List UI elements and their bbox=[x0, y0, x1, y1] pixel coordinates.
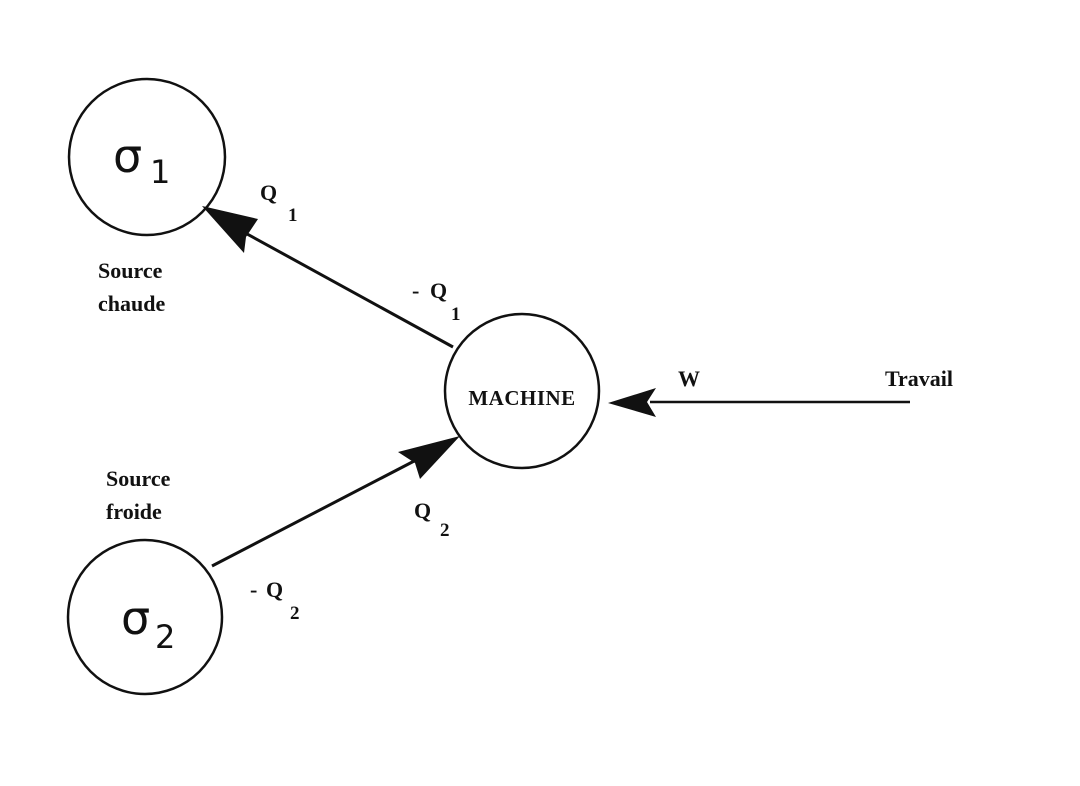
w-label: W bbox=[678, 366, 700, 391]
minus-q2-symbol: Q bbox=[266, 577, 283, 602]
q2-arrow-line bbox=[211, 456, 421, 568]
cold-source-caption-line1: Source bbox=[106, 466, 171, 491]
q1-arrowhead bbox=[202, 206, 258, 253]
hot-source-node: σ 1 bbox=[67, 77, 227, 237]
cold-source-node: σ 2 bbox=[66, 538, 224, 696]
cold-source-subscript: 2 bbox=[155, 618, 175, 656]
work-arrowhead bbox=[608, 388, 656, 417]
minus-q2-sign: - bbox=[250, 577, 257, 602]
work-label: Travail bbox=[885, 366, 953, 391]
hot-source-symbol: σ bbox=[113, 129, 142, 183]
hot-source-circle bbox=[67, 77, 227, 237]
work-arrow bbox=[608, 388, 910, 417]
q2-arrowhead bbox=[398, 436, 460, 479]
cold-source-symbol: σ bbox=[121, 591, 150, 645]
minus-q2-subscript: 2 bbox=[290, 603, 300, 624]
q2-symbol: Q bbox=[414, 498, 431, 523]
q1-symbol: Q bbox=[260, 180, 277, 205]
minus-q1-sign: - bbox=[412, 278, 419, 303]
cold-source-caption-line2: froide bbox=[106, 499, 162, 524]
cold-source-circle bbox=[66, 538, 224, 696]
hot-source-caption-line2: chaude bbox=[98, 291, 165, 316]
minus-q2-label: - Q 2 bbox=[250, 577, 300, 624]
minus-q1-symbol: Q bbox=[430, 278, 447, 303]
hot-source-caption-line1: Source bbox=[98, 258, 163, 283]
hot-source-subscript: 1 bbox=[150, 153, 170, 191]
minus-q1-label: - Q 1 bbox=[412, 278, 461, 325]
q1-arrow-line bbox=[237, 227, 454, 349]
q1-label: Q 1 bbox=[260, 180, 298, 226]
machine-node: MACHINE bbox=[443, 312, 601, 470]
q1-arrow bbox=[202, 206, 454, 349]
machine-label: MACHINE bbox=[468, 386, 575, 410]
q2-label: Q 2 bbox=[414, 498, 450, 541]
q1-subscript: 1 bbox=[288, 205, 298, 226]
minus-q1-subscript: 1 bbox=[451, 304, 461, 325]
q2-arrow bbox=[211, 436, 460, 568]
machine-circle bbox=[443, 312, 601, 470]
q2-subscript: 2 bbox=[440, 520, 450, 541]
